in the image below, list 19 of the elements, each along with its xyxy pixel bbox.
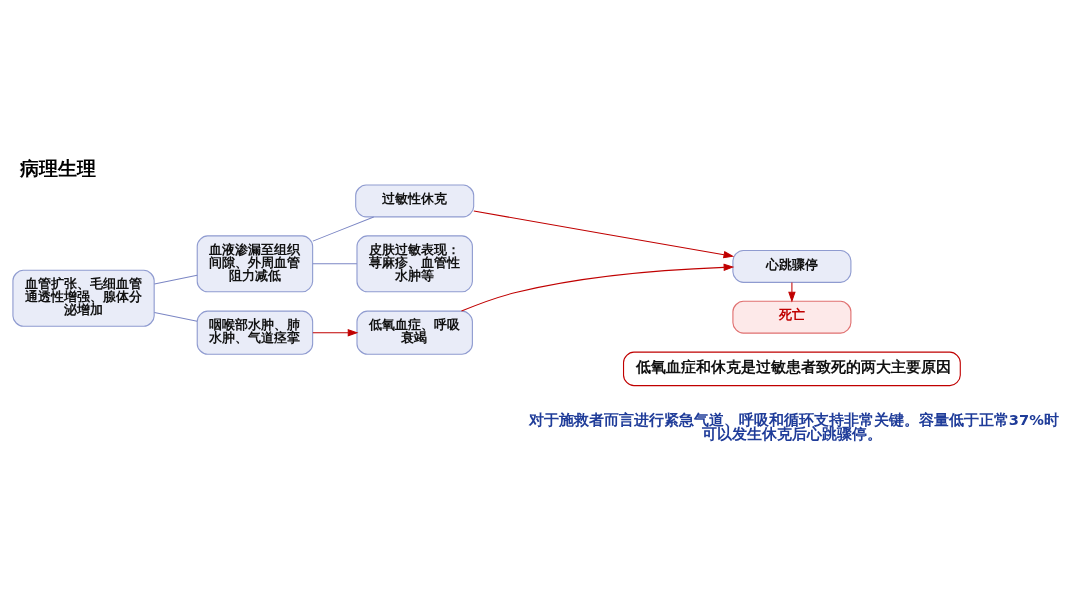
- arrow: [460, 263, 735, 312]
- node-box: 低氧血症和休克是过敏患者致死的两大主要原因: [623, 351, 961, 386]
- node-box: 皮肤过敏表现：荨麻疹、血管性水肿等: [356, 234, 473, 292]
- connector: [153, 274, 198, 285]
- connector: [153, 311, 198, 322]
- node-box: 死亡: [732, 300, 852, 334]
- label: 对于施救者而言进行紧急气道、呼吸和循环支持非常关键。容量低于正常37%时可以发生休克后心跳骤停。: [528, 410, 1059, 442]
- node-box: 咽喉部水肿、肺水肿、气道痉挛: [196, 310, 314, 355]
- arrow: [788, 281, 796, 302]
- node-box: 低氧血症、呼吸衰竭: [356, 310, 473, 355]
- node-box: 血液渗漏至组织间隙、外周血管阻力减低: [196, 234, 314, 292]
- diagram-title: 病理生理: [19, 156, 96, 179]
- node-box: 过敏性休克: [355, 183, 475, 217]
- node-box: 心跳骤停: [732, 249, 852, 283]
- connector: [312, 215, 375, 242]
- arrow: [312, 328, 359, 336]
- node-box: 血管扩张、毛细血管通透性增强、腺体分泌增加: [12, 269, 155, 327]
- connector: [312, 262, 358, 264]
- arrow: [473, 210, 735, 258]
